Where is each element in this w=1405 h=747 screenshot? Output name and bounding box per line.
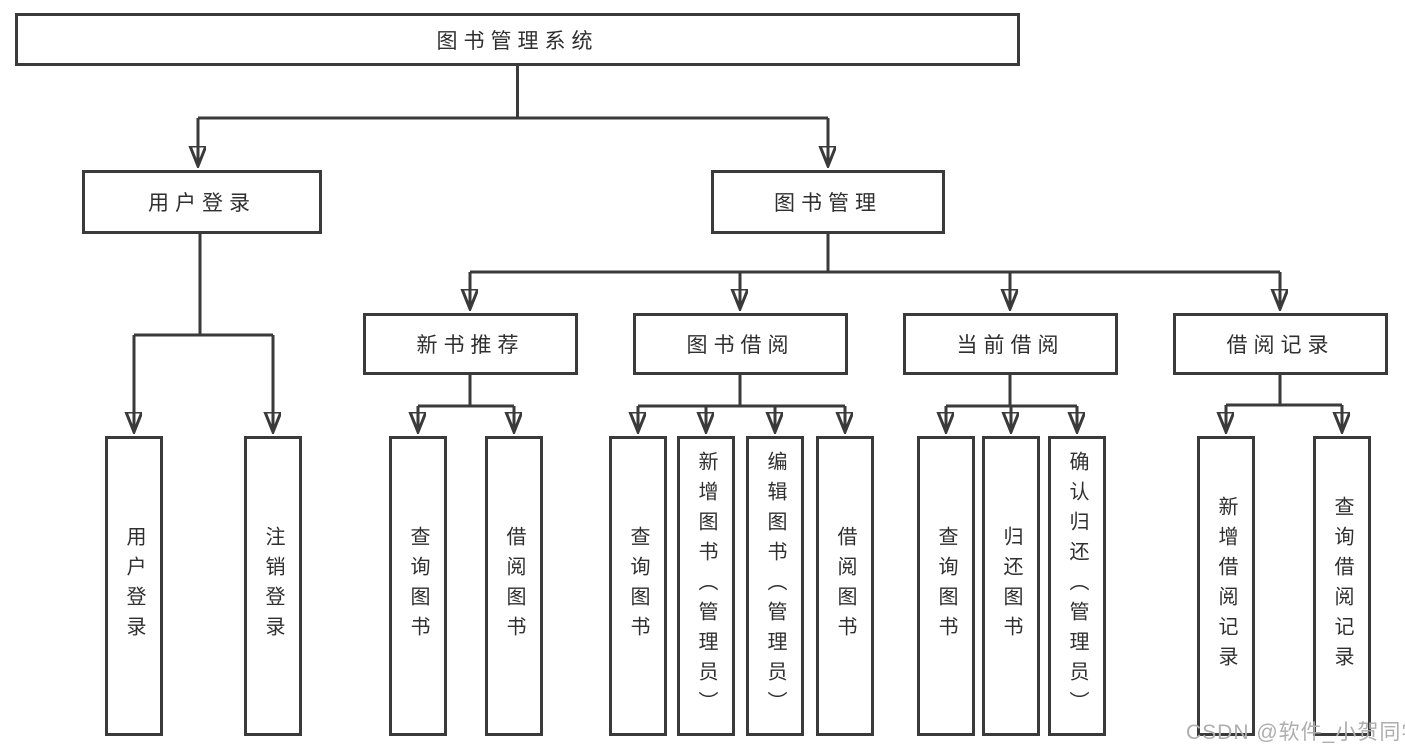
- node-label: 查询借阅记录: [1331, 496, 1353, 676]
- node-label: 新增图书（管理员）: [695, 451, 717, 721]
- node-book-borrowing: 图书借阅: [633, 313, 848, 375]
- leaf-query-books-recommend: 查询图书: [389, 436, 447, 736]
- csdn-watermark: CSDN @软件_小贺同学: [1186, 721, 1405, 744]
- connector-user-login-to-leaves: [134, 234, 273, 432]
- leaf-logout: 注销登录: [244, 436, 302, 736]
- connector-book-borrowing-to-leaves: [638, 375, 845, 432]
- node-label: 图书管理: [774, 192, 882, 215]
- leaf-user-login: 用户登录: [105, 436, 163, 736]
- node-label: 用户登录: [148, 192, 256, 215]
- node-label: 查询图书: [935, 526, 957, 646]
- node-new-book-recommend: 新书推荐: [363, 313, 578, 375]
- leaf-add-books-admin: 新增图书（管理员）: [677, 436, 735, 736]
- connector-book-management-to-level3: [470, 234, 1280, 309]
- node-current-borrowing: 当前借阅: [903, 313, 1118, 375]
- node-label: 当前借阅: [956, 334, 1065, 357]
- leaf-borrow-books: 借阅图书: [816, 436, 874, 736]
- node-label: 注销登录: [262, 526, 284, 646]
- node-label: 查询图书: [407, 526, 429, 646]
- leaf-query-books-current: 查询图书: [917, 436, 975, 736]
- node-label: 编辑图书（管理员）: [764, 451, 786, 721]
- node-label: 新增借阅记录: [1215, 496, 1237, 676]
- connector-borrow-records-to-leaves: [1226, 375, 1342, 432]
- node-book-management: 图书管理: [711, 170, 945, 234]
- node-user-login: 用户登录: [82, 170, 322, 234]
- leaf-query-borrow-record: 查询借阅记录: [1313, 436, 1371, 736]
- leaf-confirm-return-admin: 确认归还（管理员）: [1048, 436, 1106, 736]
- node-label: 图书管理系统: [436, 29, 599, 53]
- node-label: 查询图书: [627, 526, 649, 646]
- leaf-edit-books-admin: 编辑图书（管理员）: [746, 436, 804, 736]
- node-label: 借阅记录: [1226, 334, 1335, 357]
- leaf-borrow-books-recommend: 借阅图书: [485, 436, 543, 736]
- node-label: 图书借阅: [686, 334, 795, 357]
- connector-new-book-recommend-to-leaves: [418, 375, 514, 432]
- node-label: 借阅图书: [503, 526, 525, 646]
- node-label: 用户登录: [123, 526, 145, 646]
- node-label: 新书推荐: [416, 334, 525, 357]
- leaf-add-borrow-record: 新增借阅记录: [1197, 436, 1255, 736]
- leaf-query-books-borrowing: 查询图书: [609, 436, 667, 736]
- connector-root-to-level2: [198, 65, 828, 166]
- node-label: 借阅图书: [834, 526, 856, 646]
- node-library-management-system: 图书管理系统: [15, 13, 1020, 66]
- connector-current-borrowing-to-leaves: [946, 375, 1077, 432]
- node-borrow-records: 借阅记录: [1173, 313, 1388, 375]
- node-label: 确认归还（管理员）: [1066, 451, 1088, 721]
- leaf-return-books: 归还图书: [982, 436, 1040, 736]
- node-label: 归还图书: [1000, 526, 1022, 646]
